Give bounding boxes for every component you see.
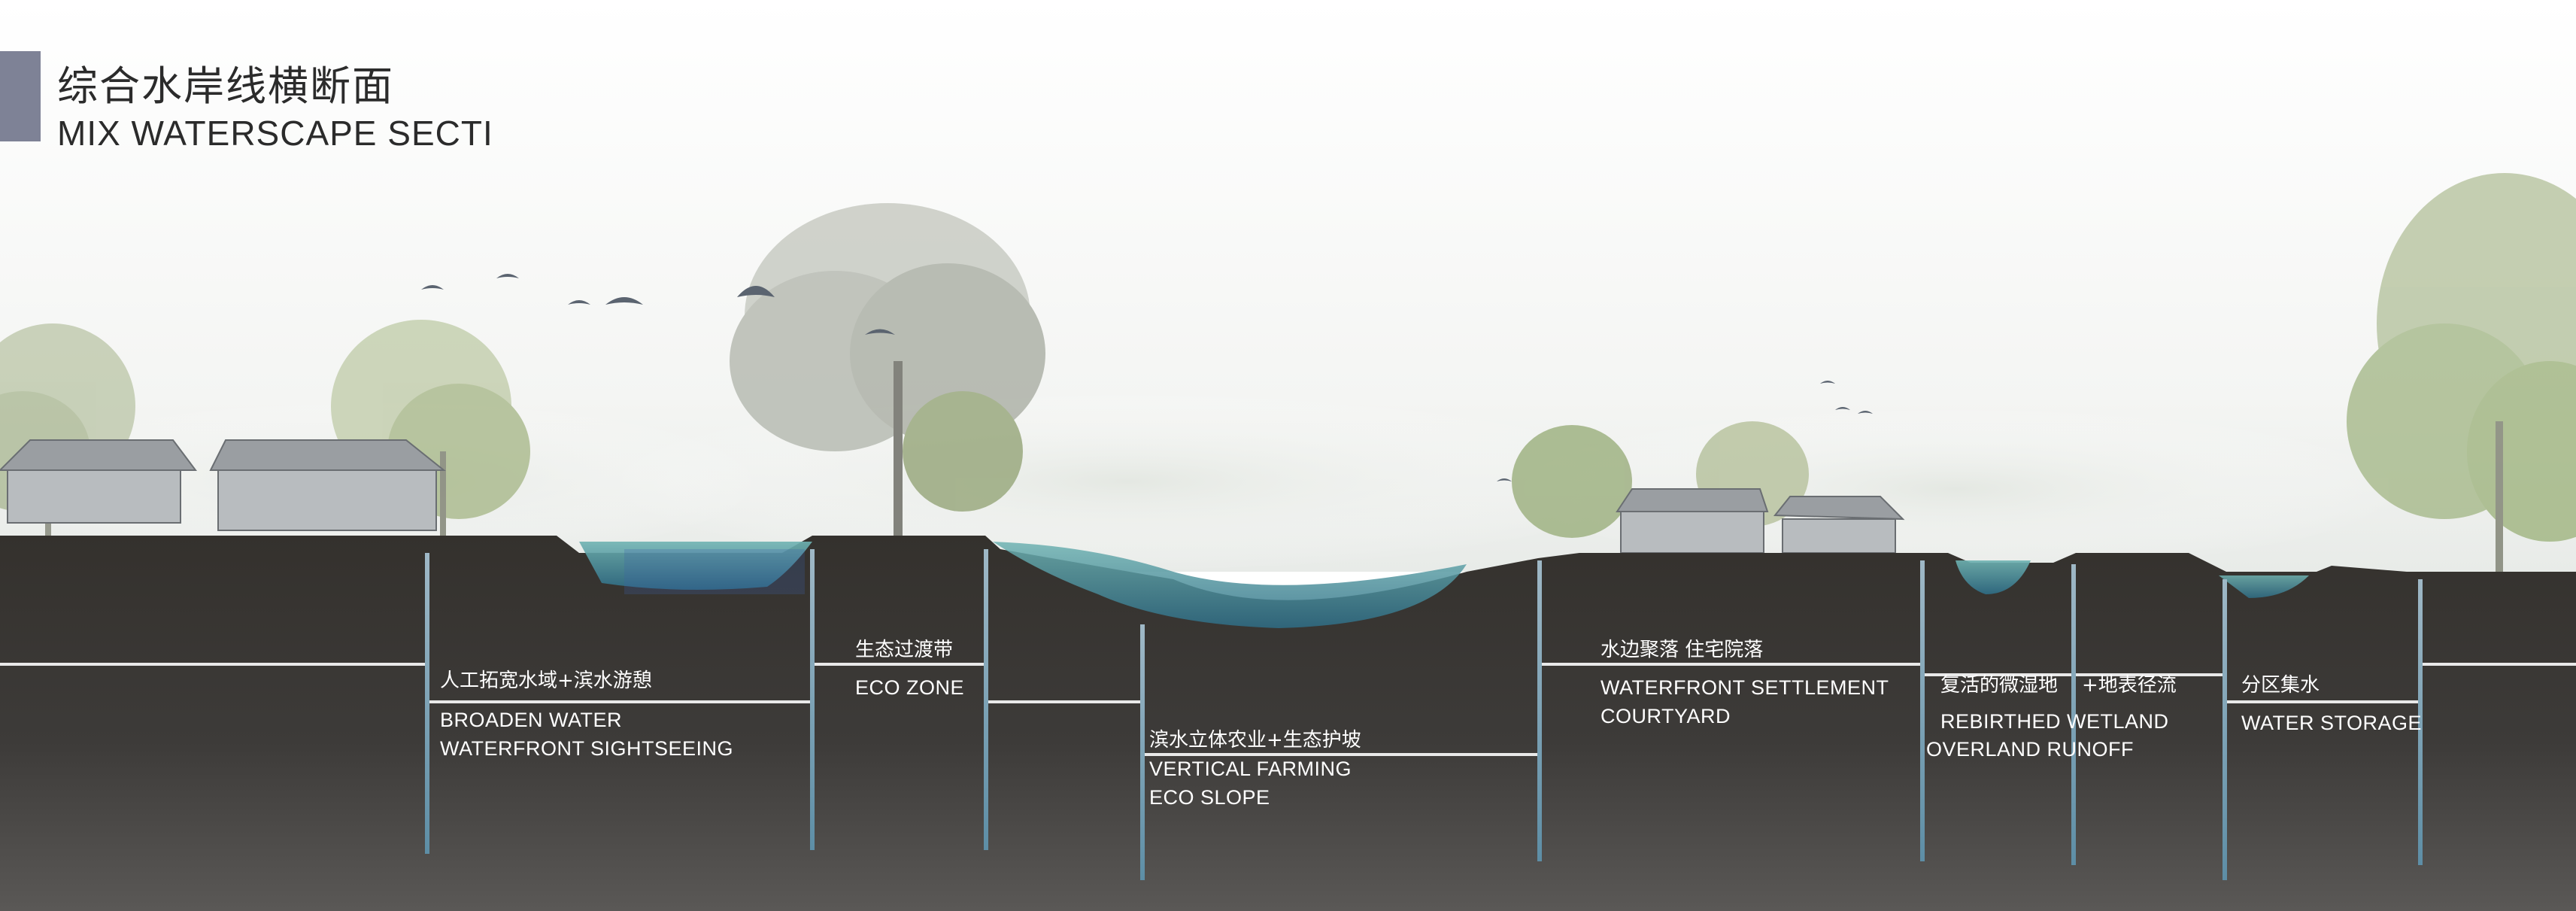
tree-large [730, 203, 1045, 542]
water-eco-slope [993, 542, 1467, 628]
zone-label-eco-zone: 生态过渡带 ECO ZONE [855, 636, 964, 702]
soil-section [0, 536, 2576, 911]
house-right [1616, 488, 1905, 554]
zone-label-broaden-water: 人工拓宽水域+滨水游憩 BROADEN WATER WATERFRONT SIG… [440, 667, 733, 763]
zone-label-runoff-en: OVERLAND RUNOFF [1926, 735, 2134, 764]
zone-label-en: COURTYARD [1601, 705, 1731, 727]
zone-label-runoff: +地表径流 [2082, 671, 2177, 700]
divider-posts [425, 549, 2423, 880]
birds [421, 274, 1873, 481]
zone-label-en: VERTICAL FARMING [1149, 758, 1352, 780]
zone-label-zh: 人工拓宽水域+滨水游憩 [440, 670, 652, 692]
zone-label-en: REBIRTHED WETLAND [1940, 710, 2169, 733]
water-storage [2219, 575, 2309, 598]
guide-lines [0, 663, 2576, 756]
water-broaden [579, 542, 812, 590]
zone-label-settlement: 水边聚落 住宅院落 WATERFRONT SETTLEMENT COURTYAR… [1601, 636, 1889, 730]
zone-label-zh: 生态过渡带 [855, 639, 954, 661]
zone-label-en: OVERLAND RUNOFF [1926, 738, 2135, 761]
zone-label-en: ECO ZONE [855, 676, 965, 699]
zone-label-water-storage: 分区集水 WATER STORAGE [2241, 671, 2422, 737]
page-title-en: MIX WATERSCAPE SECTI [57, 114, 493, 153]
zone-label-zh: 复活的微湿地 [1940, 674, 2059, 697]
water-wetland [1956, 560, 2031, 594]
zone-label-zh: 滨水立体农业+生态护坡 [1149, 729, 1361, 752]
zone-label-zh: +地表径流 [2082, 674, 2177, 697]
page-title-zh: 综合水岸线横断面 [57, 62, 394, 110]
zone-label-en: ECO SLOPE [1149, 786, 1270, 809]
zone-label-vertical-farming: 滨水立体农业+生态护坡 VERTICAL FARMING ECO SLOPE [1149, 726, 1361, 812]
zone-label-zh: 水边聚落 住宅院落 [1601, 639, 1764, 661]
title-accent-bar [0, 51, 41, 141]
zone-label-en: BROADEN WATER [440, 709, 623, 731]
zone-label-en: WATERFRONT SIGHTSEEING [440, 737, 734, 760]
zone-label-wetland: 复活的微湿地 REBIRTHED WETLAND [1940, 671, 2169, 736]
house-left [0, 439, 446, 531]
zone-label-en: WATERFRONT SETTLEMENT [1601, 676, 1889, 699]
zone-label-zh: 分区集水 [2241, 674, 2320, 697]
tree-right [2347, 173, 2576, 572]
zone-label-en: WATER STORAGE [2241, 712, 2423, 734]
